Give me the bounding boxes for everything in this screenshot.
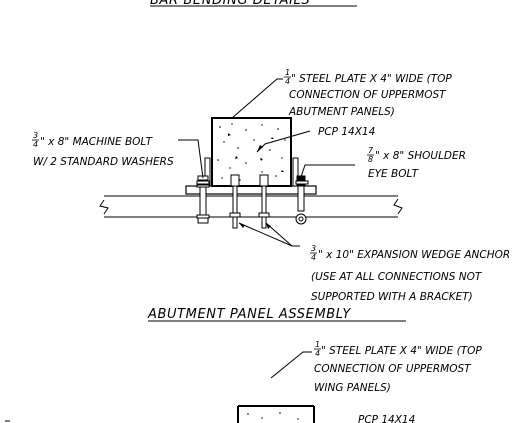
plate-note-1: 1 4 " STEEL PLATE X 4" WIDE (TOP CONNECT… xyxy=(284,68,452,118)
machine-bolt-frac-num: 3 xyxy=(33,131,38,140)
plate-note-1-frac-num: 1 xyxy=(285,68,290,77)
plate-note-1-line1: " STEEL PLATE X 4" WIDE (TOP xyxy=(291,73,452,85)
concrete-hatch xyxy=(217,123,286,181)
plate-note-2-frac-num: 1 xyxy=(315,340,320,349)
shoulder-bolt-frac-den: 8 xyxy=(368,155,373,164)
plate-note-2-line1: " STEEL PLATE X 4" WIDE (TOP xyxy=(321,345,482,357)
anchor-frac-num: 3 xyxy=(311,244,316,253)
pcp-outline xyxy=(211,117,292,187)
slab-lines xyxy=(99,195,403,218)
shoulder-bolt-line2: EYE BOLT xyxy=(368,168,420,180)
machine-bolt-frac-den: 4 xyxy=(33,140,38,149)
anchor-line3: SUPPORTED WITH A BRACKET) xyxy=(311,291,473,303)
machine-bolt-line2: W/ 2 STANDARD WASHERS xyxy=(33,156,174,168)
anchor-line1: " x 10" EXPANSION WEDGE ANCHOR xyxy=(318,249,510,261)
pcp-label-1: PCP 14X14 xyxy=(318,126,375,138)
plate-note-2-line3: WING PANELS) xyxy=(314,382,391,394)
plate-note-1-frac-den: 4 xyxy=(285,77,290,86)
shoulder-bolt-frac-num: 7 xyxy=(368,146,374,155)
shoulder-bolt-line1: " x 8" SHOULDER xyxy=(375,150,466,162)
wing-plate-leader xyxy=(270,351,312,379)
wing-assembly: 1 4 " STEEL PLATE X 4" WIDE (TOP CONNECT… xyxy=(5,340,482,423)
pcp-label-2: PCP 14X14 xyxy=(358,414,415,423)
pcp-panel xyxy=(211,117,292,187)
machine-bolt xyxy=(196,175,210,224)
plate-note-2-frac-den: 4 xyxy=(315,349,320,358)
anchor-line2: (USE AT ALL CONNECTIONS NOT xyxy=(311,271,483,283)
shoulder-bolt-note: 7 8 " x 8" SHOULDER EYE BOLT xyxy=(367,146,466,180)
plate-note-2: 1 4 " STEEL PLATE X 4" WIDE (TOP CONNECT… xyxy=(314,340,482,394)
plate-note-2-line2: CONNECTION OF UPPERMOST xyxy=(314,363,472,375)
plate-note-1-line3: ABUTMENT PANELS) xyxy=(288,106,395,118)
machine-bolt-note: 3 4 " x 8" MACHINE BOLT W/ 2 STANDARD WA… xyxy=(32,131,174,168)
pcp-panel-2 xyxy=(237,405,315,423)
top-title: BAR BENDING DETAILS xyxy=(150,0,310,8)
abutment-assembly-title: ABUTMENT PANEL ASSEMBLY xyxy=(147,307,351,322)
leader-arrowheads xyxy=(239,145,271,229)
shoulder-eye-bolt xyxy=(295,175,309,225)
leader-lines xyxy=(178,78,355,247)
expansion-anchors xyxy=(229,174,270,229)
anchor-note: 3 4 " x 10" EXPANSION WEDGE ANCHOR (USE … xyxy=(310,244,510,303)
plate-note-1-line2: CONNECTION OF UPPERMOST xyxy=(289,89,447,101)
anchor-frac-den: 4 xyxy=(311,253,316,262)
abutment-assembly: 1 4 " STEEL PLATE X 4" WIDE (TOP CONNECT… xyxy=(32,68,510,322)
right-steel-plate xyxy=(292,157,299,187)
machine-bolt-line1: " x 8" MACHINE BOLT xyxy=(40,136,154,148)
